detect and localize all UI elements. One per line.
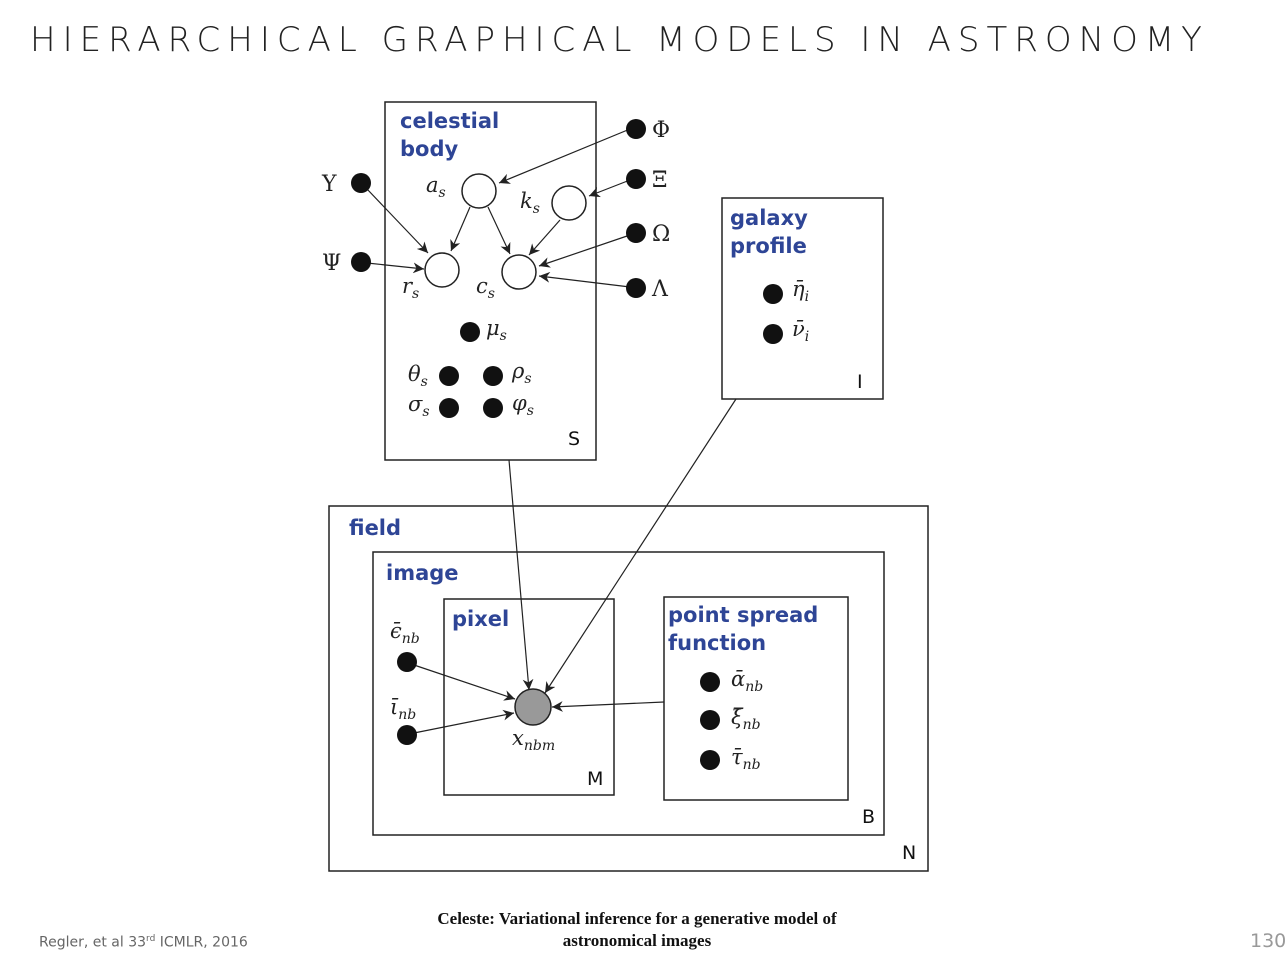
pixel-plate <box>443 598 615 796</box>
sigma-node <box>439 398 459 418</box>
eta-node <box>763 284 783 304</box>
observed-x-label: xnbm <box>512 726 555 754</box>
phi-label: Φ <box>652 118 670 143</box>
epsilon-node <box>397 652 417 672</box>
epsilon-label: ϵ̄nb <box>390 619 420 647</box>
rho-node <box>483 366 503 386</box>
psf-label-1: point spread <box>668 603 818 627</box>
xi-label: Ξ <box>652 168 667 193</box>
iota-label: ῑnb <box>390 695 416 723</box>
pixel-count: M <box>587 768 603 790</box>
lambda-node <box>626 278 646 298</box>
lambda-label: Λ <box>651 277 669 302</box>
field-label: field <box>349 516 401 540</box>
k-node <box>551 185 587 221</box>
c-node <box>501 254 537 290</box>
image-plate <box>372 551 885 836</box>
sigma-label: σs <box>408 392 430 420</box>
varphi-label: φs <box>512 391 534 419</box>
xi-bar-label: ξ̄nb <box>731 705 761 733</box>
footer-citation: Regler, et al 33rd ICMLR, 2016 <box>39 934 248 951</box>
rho-label: ρs <box>511 359 532 387</box>
phi-node <box>626 119 646 139</box>
mu-label: μs <box>486 316 507 344</box>
iota-node <box>397 725 417 745</box>
nu-node <box>763 324 783 344</box>
edge-omega-c <box>538 234 631 268</box>
edge-lambda-c <box>538 271 631 288</box>
image-label: image <box>386 561 459 585</box>
pixel-label: pixel <box>452 607 509 631</box>
edge-upsilon-r <box>366 188 429 254</box>
edge-k-c <box>528 219 561 256</box>
galaxy-profile-count: I <box>857 371 863 393</box>
edge-xi-k <box>588 179 631 198</box>
edge-psf-x <box>551 701 665 712</box>
nu-label: ν̄i <box>792 317 809 345</box>
page-number: 130 <box>1250 930 1286 952</box>
slide-title: HIERARCHICAL GRAPHICAL MODELS IN ASTRONO… <box>30 20 1209 60</box>
a-node <box>461 173 497 209</box>
tau-label: τ̄nb <box>731 745 761 773</box>
celestial-body-label-2: body <box>400 137 458 161</box>
xi-bar-node <box>700 710 720 730</box>
edge-galaxy-x <box>544 398 737 694</box>
celestial-body-label-1: celestial <box>400 109 499 133</box>
field-plate <box>328 505 929 872</box>
celestial-body-count: S <box>568 428 580 450</box>
galaxy-profile-label-1: galaxy <box>730 206 808 230</box>
r-node <box>424 252 460 288</box>
caption-line-1: Celeste: Variational inference for a gen… <box>437 909 837 928</box>
edge-epsilon-x <box>413 664 516 701</box>
c-label: cs <box>476 274 495 302</box>
psf-label-2: function <box>668 631 766 655</box>
r-label: rs <box>402 274 419 302</box>
psf-plate <box>663 596 849 801</box>
omega-label: Ω <box>652 222 670 247</box>
celestial-body-plate <box>384 101 597 461</box>
edge-celestial-x <box>508 459 534 691</box>
edge-psi-r <box>366 262 425 274</box>
eta-label: η̄i <box>792 277 809 305</box>
alpha-label: ᾱnb <box>731 667 763 695</box>
tau-node <box>700 750 720 770</box>
galaxy-profile-plate <box>721 197 884 400</box>
varphi-node <box>483 398 503 418</box>
edge-phi-a <box>498 128 631 184</box>
field-count: N <box>902 842 916 864</box>
k-label: ks <box>520 189 540 217</box>
image-count: B <box>862 806 875 828</box>
alpha-node <box>700 672 720 692</box>
a-label: as <box>426 173 446 201</box>
upsilon-label: Υ <box>321 172 337 197</box>
edge-a-c <box>487 206 511 255</box>
psi-node <box>351 252 371 272</box>
psi-label: Ψ <box>322 251 341 276</box>
edge-iota-x <box>413 709 515 734</box>
upsilon-node <box>351 173 371 193</box>
galaxy-profile-label-2: profile <box>730 234 807 258</box>
omega-node <box>626 223 646 243</box>
xi-node <box>626 169 646 189</box>
theta-label: θs <box>408 362 428 390</box>
observed-x-node <box>514 688 552 726</box>
edge-a-r <box>450 206 471 252</box>
figure-caption: Celeste: Variational inference for a gen… <box>390 908 884 952</box>
caption-line-2: astronomical images <box>562 931 712 950</box>
theta-node <box>439 366 459 386</box>
mu-node <box>460 322 480 342</box>
